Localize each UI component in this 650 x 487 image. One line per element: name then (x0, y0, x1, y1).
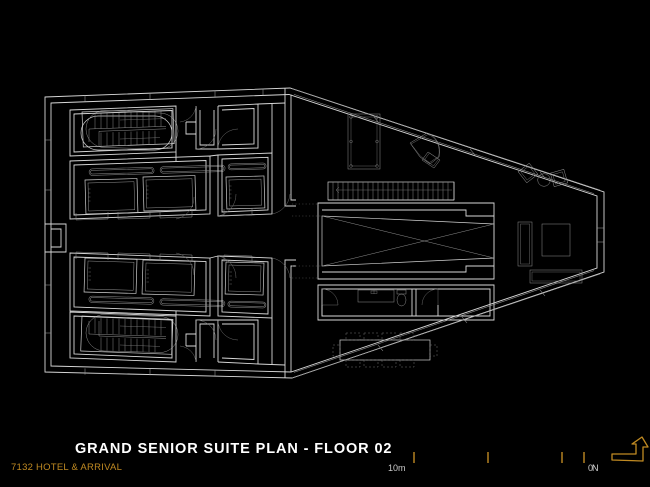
north-arrow-icon (611, 436, 649, 462)
floor-plan-drawing: .w { fill:none; stroke:#d8d8d8; stroke-w… (44, 87, 605, 379)
sofa-east (517, 221, 533, 267)
bench-east (529, 269, 583, 284)
north-label: N (592, 463, 599, 473)
grand-piano (409, 132, 441, 169)
scale-length-label: 10m (388, 463, 406, 473)
lounge-east (517, 162, 583, 284)
central-void (292, 202, 495, 280)
building-envelope (44, 87, 605, 379)
terrace-steps (327, 181, 455, 201)
envelope-joint-ticks (45, 88, 604, 376)
project-label: 7132 HOTEL & ARRIVAL (11, 462, 123, 473)
circulation-core (175, 102, 286, 366)
scale-zero-label: 0 (588, 463, 594, 473)
billiard-table (347, 113, 381, 170)
central-spine-walls (284, 88, 296, 378)
wc-core (317, 284, 495, 321)
toilet-core (396, 289, 407, 307)
roof-ridge-lines (291, 88, 601, 379)
coffee-table-east (541, 223, 571, 257)
bed-se (141, 259, 196, 296)
bed-ne (142, 175, 197, 212)
armchair-left (517, 162, 539, 184)
stair-south (69, 311, 179, 363)
titleblock: GRAND SENIOR SUITE PLAN - FLOOR 02 7132 … (0, 430, 650, 487)
bed-sw (83, 257, 138, 294)
dining-table (332, 332, 438, 368)
bathroom-south (217, 254, 273, 319)
door-swings (175, 105, 291, 363)
bed-nw (84, 178, 139, 215)
bathroom-north (217, 152, 273, 217)
stair-north (69, 105, 179, 157)
scale-bar (413, 436, 649, 463)
bedroom-block-north (69, 155, 226, 221)
page-title: GRAND SENIOR SUITE PLAN - FLOOR 02 (75, 441, 393, 457)
vanity-core (357, 289, 395, 303)
bedroom-block-south (69, 251, 226, 317)
side-table-round (537, 173, 551, 187)
